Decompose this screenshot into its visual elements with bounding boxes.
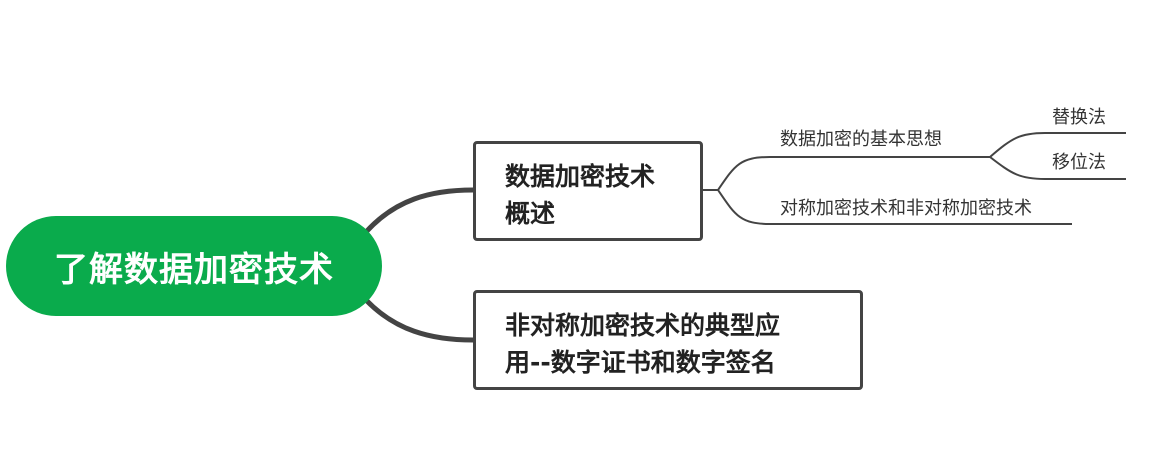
root-topic-label: 了解数据加密技术 <box>54 249 334 290</box>
connector-overview-basic-idea <box>717 156 990 191</box>
subtopic-transposition[interactable]: 移位法 <box>1052 152 1106 173</box>
connector-overview-symmetric <box>717 189 1072 225</box>
subtopic-symmetric-asymmetric[interactable]: 对称加密技术和非对称加密技术 <box>780 198 1032 219</box>
topic-label-line2: 概述 <box>505 199 556 228</box>
root-topic[interactable]: 了解数据加密技术 <box>6 216 382 316</box>
topic-encryption-overview[interactable]: 数据加密技术 概述 <box>473 141 703 241</box>
subtopic-substitution[interactable]: 替换法 <box>1052 107 1106 128</box>
connector-basic-idea-substitution <box>989 132 1126 158</box>
topic-label-line1: 数据加密技术 <box>505 162 656 191</box>
connector-root-application <box>364 298 474 343</box>
topic-label-line1: 非对称加密技术的典型应 <box>505 311 781 340</box>
topic-label-line2: 用--数字证书和数字签名 <box>505 348 776 377</box>
connector-root-overview <box>364 187 474 234</box>
connector-basic-idea-transposition <box>989 156 1126 180</box>
subtopic-basic-idea[interactable]: 数据加密的基本思想 <box>780 129 942 150</box>
topic-asymmetric-application[interactable]: 非对称加密技术的典型应 用--数字证书和数字签名 <box>473 290 863 390</box>
